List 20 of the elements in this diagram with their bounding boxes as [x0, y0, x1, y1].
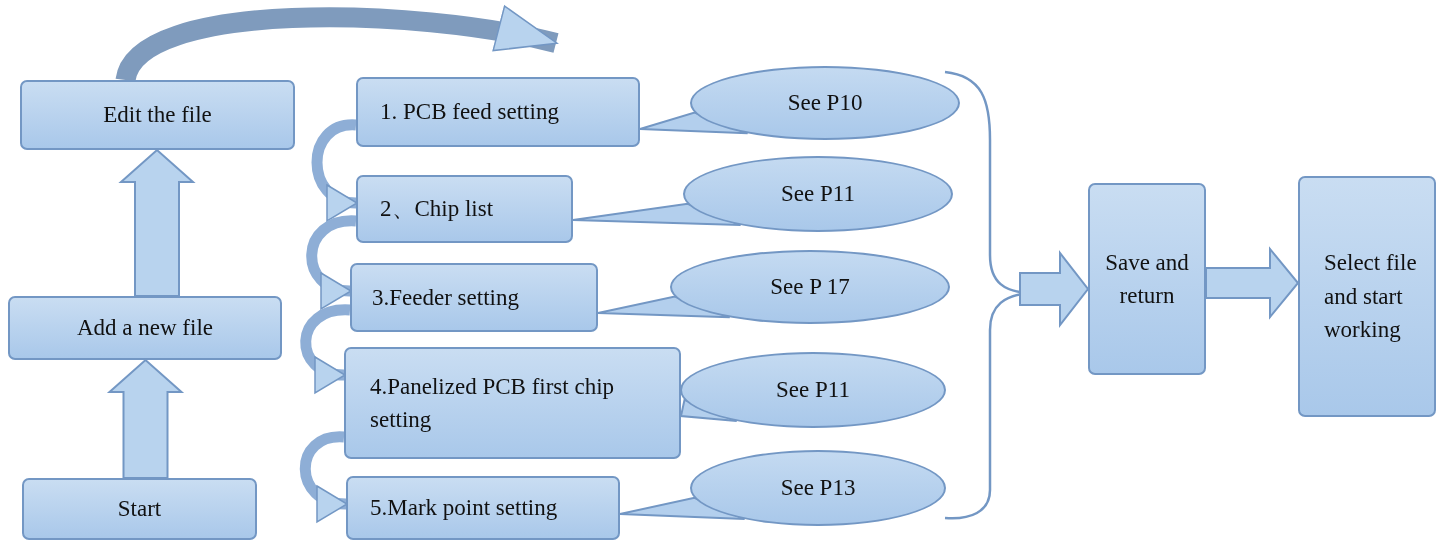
process-box: Start: [22, 478, 257, 540]
process-box: Select file and start working: [1298, 176, 1436, 417]
block-arrow: [1019, 250, 1090, 328]
block-arrow: [106, 358, 185, 479]
callout-bubble: See P11: [680, 352, 946, 428]
process-box: Edit the file: [20, 80, 295, 150]
process-box: Add a new file: [8, 296, 282, 360]
process-box: 5.Mark point setting: [346, 476, 620, 540]
callout-bubble: See P11: [683, 156, 953, 232]
process-box: 3.Feeder setting: [350, 263, 598, 332]
callout-bubble: See P13: [690, 450, 946, 526]
process-box: 2、Chip list: [356, 175, 573, 243]
callout-bubble: See P10: [690, 66, 960, 140]
process-box: 1. PCB feed setting: [356, 77, 640, 147]
curved-arrow: [306, 215, 357, 307]
block-arrow: [1205, 246, 1300, 320]
callout-bubble: See P 17: [670, 250, 950, 324]
process-box: 4.Panelized PCB first chip setting: [344, 347, 681, 459]
process-box: Save and return: [1088, 183, 1206, 375]
block-arrow: [118, 148, 196, 297]
